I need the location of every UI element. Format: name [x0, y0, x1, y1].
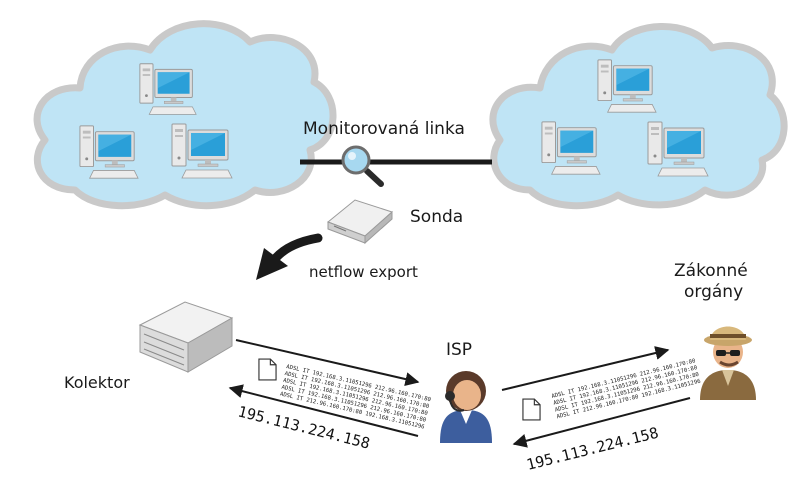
arrow-to-isp-return — [512, 397, 691, 448]
collector-server-icon — [138, 301, 234, 373]
collector-label: Kolektor — [64, 373, 130, 392]
monitored-link-label: Monitorovaná linka — [303, 119, 465, 139]
arrow-to-isp — [235, 339, 420, 386]
netflow-export-arrow — [256, 233, 323, 280]
arrow-to-authorities — [501, 346, 670, 391]
probe-device-icon — [327, 199, 393, 245]
detective-agent-icon — [700, 326, 756, 400]
authorities-label-line1: Zákonné — [674, 261, 748, 281]
authorities-label-line2: orgány — [684, 282, 743, 302]
log-records-right: ADSL IT 192.168.3.11051296 212.96.160.17… — [551, 358, 701, 420]
document-icon — [522, 398, 541, 421]
magnifier-icon — [341, 145, 384, 187]
arrow-to-collector — [228, 384, 419, 437]
document-icon — [258, 358, 277, 381]
right-cloud — [489, 23, 788, 210]
netflow-export-label: netflow export — [309, 263, 418, 281]
left-cloud — [33, 20, 337, 210]
isp-label: ISP — [446, 340, 472, 360]
isp-operator-icon — [440, 371, 492, 443]
probe-label: Sonda — [410, 207, 463, 227]
ip-address-right: 195.113.224.158 — [525, 424, 661, 474]
